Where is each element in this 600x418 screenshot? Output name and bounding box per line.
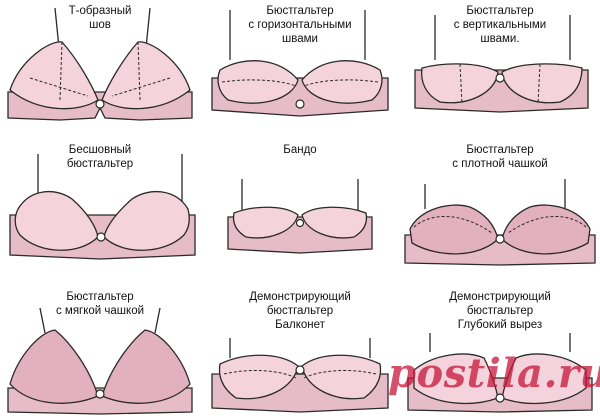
- vertical-seam-bra-icon: [414, 15, 589, 113]
- bra-card-horizontal-seam: Бюстгальтер с горизонтальными швами: [200, 0, 400, 139]
- bra-label: Демонстрирующий бюстгальтер Глубокий выр…: [449, 291, 551, 331]
- plunge-bra-icon: [407, 333, 593, 413]
- bra-card-balconette: Демонстрирующий бюстгальтер Балконет: [200, 278, 400, 417]
- watermark: postila.ru: [388, 350, 600, 410]
- bra-card-vertical-seam: Бюстгальтер с вертикальными швами.: [400, 0, 600, 139]
- soft-cup-bra-icon: [7, 307, 193, 415]
- bra-label: Демонстрирующий бюстгальтер Балконет: [249, 291, 351, 331]
- bra-label: Бюстгальтер с горизонтальными швами: [248, 5, 352, 45]
- bandeau-bra-icon: [227, 179, 373, 254]
- bra-label: Бандо: [283, 144, 317, 156]
- bra-card-molded-cup: Бюстгальтер с плотной чашкой: [400, 139, 600, 278]
- bra-card-t-seam: Т-образный шов: [0, 0, 200, 139]
- molded-cup-bra-icon: [404, 179, 596, 266]
- t-seam-bra-icon: [7, 7, 193, 121]
- bra-label: Т-образный шов: [68, 5, 132, 31]
- bra-label: Бюстгальтер с мягкой чашкой: [55, 291, 145, 317]
- bra-card-seamless: Бесшовный бюстгальтер: [0, 139, 200, 278]
- bra-label: Бесшовный бюстгальтер: [66, 144, 134, 170]
- bra-card-plunge: Демонстрирующий бюстгальтер Глубокий выр…: [400, 278, 600, 417]
- bra-label: Бюстгальтер с плотной чашкой: [452, 144, 548, 170]
- bra-card-bandeau: Бандо: [200, 139, 400, 278]
- watermark-text: postila.ru: [388, 350, 600, 397]
- bra-card-soft-cup: Бюстгальтер с мягкой чашкой: [0, 278, 200, 417]
- horizontal-seam-bra-icon: [211, 10, 389, 117]
- balconette-bra-icon: [211, 338, 389, 413]
- seamless-bra-icon: [9, 154, 196, 260]
- bra-label: Бюстгальтер с вертикальными швами.: [453, 5, 547, 45]
